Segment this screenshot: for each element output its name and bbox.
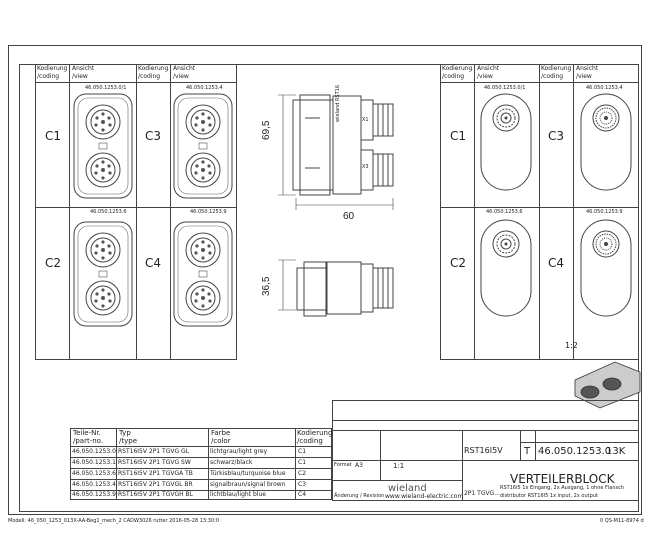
dim-width: 60: [343, 211, 355, 222]
table-cell: RST16I5V 2P1 TGVGH BL: [118, 491, 193, 498]
header-ansicht-4: Ansicht: [576, 65, 599, 72]
desc-1: RST16I5 1x Eingang, 2x Ausgang, 1 ohne F…: [500, 485, 625, 491]
coding-label: C1: [45, 129, 62, 143]
table-header: /type: [119, 437, 137, 445]
table-cell: Türkisblau/turquoise blue: [210, 470, 286, 477]
header-kodierung-3: Kodierung: [442, 65, 473, 72]
title-block: [332, 400, 639, 501]
table-cell: C1: [298, 459, 307, 466]
dim-height-2: 36,5: [261, 276, 272, 296]
table-header: Farbe: [211, 429, 231, 437]
connector-x1: X1: [362, 117, 369, 123]
table-cell: C3: [298, 481, 307, 488]
table-cell: RST16I5V 2P1 TGVG GL: [118, 448, 190, 455]
drawing-part-no: 46.050.1253.0: [538, 446, 612, 457]
coding-label: C2: [450, 256, 467, 270]
desc-2: distributor RST16I5 1x input, 2x output: [500, 493, 598, 499]
header-ansicht-3: Ansicht: [477, 65, 500, 72]
table-cell: C4: [298, 491, 307, 498]
company-logo: wieland: [388, 483, 427, 494]
footer-right: 0 QS-M11-8974 d: [600, 518, 644, 524]
part-number: 46.050.1253.9: [190, 209, 227, 215]
table-cell: RST16I5V 2P1 TGVG SW: [118, 459, 191, 466]
coding-label: C1: [450, 129, 467, 143]
part-number: 46.050.1253.4: [586, 85, 623, 91]
header-kodierung: Kodierung: [37, 65, 68, 72]
table-header: /coding: [297, 437, 323, 445]
header-coding: /coding: [37, 73, 60, 80]
table-cell: 46.050.1253.6: [72, 470, 116, 477]
dim-height: 69,5: [261, 120, 272, 140]
parts-table: [70, 428, 332, 500]
header-view-2: /view: [173, 73, 189, 80]
table-cell: C1: [298, 448, 307, 455]
scale: 1:1: [393, 462, 405, 470]
table-cell: RST16I5V 2P1 TGVGL BR: [118, 481, 193, 488]
connector-x3: X3: [362, 164, 369, 170]
connector-brand: wieland RST16: [335, 84, 341, 122]
table-cell: lichtgrau/light grey: [210, 448, 268, 455]
series: RST16I5V: [464, 446, 503, 455]
coding-label: C4: [548, 256, 565, 270]
table-cell: 46.050.1253.9: [72, 491, 116, 498]
table-cell: 46.050.1253.1: [72, 459, 116, 466]
table-cell: lichtblau/light blue: [210, 491, 266, 498]
header-coding-2: /coding: [138, 73, 161, 80]
header-kodierung-4: Kodierung: [541, 65, 572, 72]
format-label: Format: [334, 462, 352, 468]
header-view-3: /view: [477, 73, 493, 80]
part-number: 46.050.1253.9: [586, 209, 623, 215]
t-label: T: [524, 446, 531, 457]
coding-label: C2: [45, 256, 62, 270]
part-number: 46.050.1253.4: [186, 85, 223, 91]
part-number: 46.050.1253.6: [90, 209, 127, 215]
company-url: www.wieland-electric.com: [385, 493, 464, 500]
header-view: /view: [72, 73, 88, 80]
drawing-index: 13K: [606, 446, 626, 457]
header-kodierung-2: Kodierung: [138, 65, 169, 72]
iso-scale: 1:2: [565, 341, 578, 350]
table-cell: C2: [298, 470, 307, 477]
header-ansicht: Ansicht: [72, 65, 95, 72]
table-cell: 46.050.1253.0: [72, 448, 116, 455]
coding-label: C4: [145, 256, 162, 270]
header-coding-4: /coding: [541, 73, 564, 80]
table-cell: schwarz/black: [210, 459, 253, 466]
table-cell: RST16I5V 2P1 TGVGA TB: [118, 470, 193, 477]
part-number: 46.050.1253.6: [486, 209, 523, 215]
title: VERTEILERBLOCK: [510, 472, 615, 486]
table-header: Kodierung: [297, 429, 333, 437]
table-cell: 46.050.1253.4: [72, 481, 116, 488]
footer-left: Modell: 46_050_1253_013X-AA-Beg1_mech_2 …: [8, 518, 220, 524]
header-ansicht-2: Ansicht: [173, 65, 196, 72]
table-header: Teile-Nr.: [73, 429, 101, 437]
header-view-4: /view: [576, 73, 592, 80]
type-short: 2P1 TGVG...: [464, 490, 500, 497]
part-number: 46.050.1253.0/1: [484, 85, 526, 91]
outer-frame: [8, 45, 642, 515]
coding-label: C3: [548, 129, 565, 143]
table-header: /part-no.: [73, 437, 104, 445]
header-coding-3: /coding: [442, 73, 465, 80]
revision-label: Änderung / Revision: [334, 493, 385, 499]
part-number: 46.050.1253.0/1: [85, 85, 127, 91]
coding-label: C3: [145, 129, 162, 143]
table-cell: signalbraun/signal brown: [210, 481, 286, 488]
table-header: Typ: [119, 429, 131, 437]
format: A3: [355, 462, 363, 469]
table-header: /color: [211, 437, 231, 445]
